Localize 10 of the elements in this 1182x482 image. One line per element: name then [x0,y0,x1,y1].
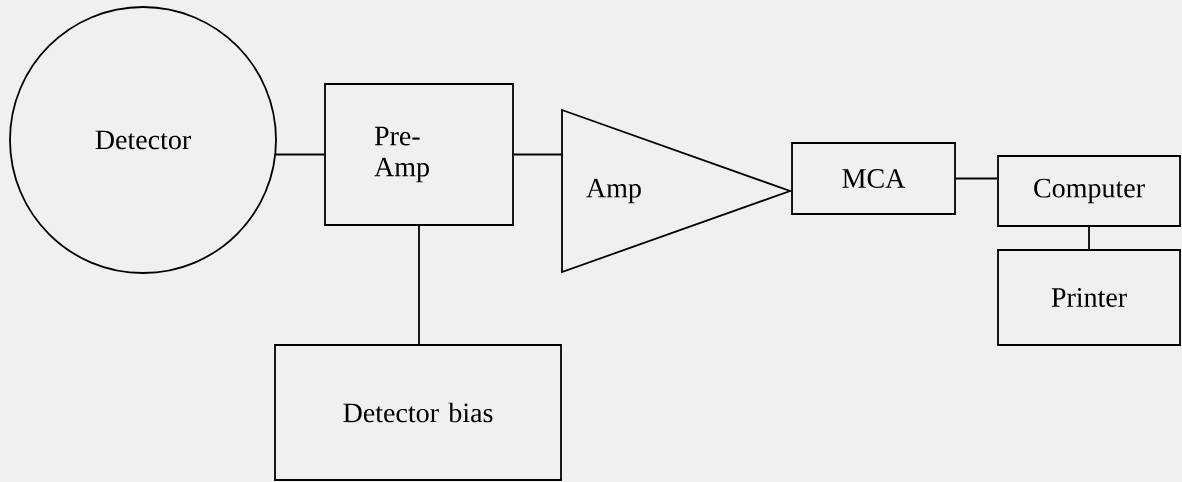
connector-line [1088,226,1090,250]
connector-line [274,153,325,156]
process-box: Computer [997,155,1181,227]
process-box: Pre- Amp [324,83,514,226]
process-box: Printer [997,249,1181,346]
connector-line [418,225,420,345]
connector-line [955,177,998,180]
connector-line [513,153,563,156]
process-box: Detector bias [274,344,562,481]
process-box: MCA [791,142,956,215]
